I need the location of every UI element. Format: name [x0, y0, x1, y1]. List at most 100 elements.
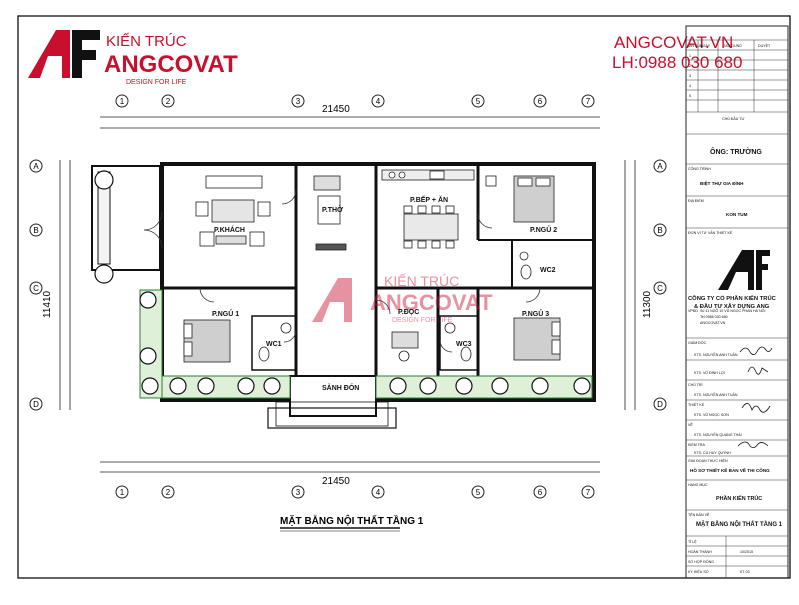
svg-text:2: 2: [166, 488, 171, 497]
room-label-khach: P.KHÁCH: [214, 225, 245, 234]
dim-bottom-total: 21450: [322, 476, 350, 487]
room-label-sanh: SẢNH ĐÓN: [322, 383, 359, 392]
svg-text:CÔNG TY CỔ PHẦN KIẾN TRÚC: CÔNG TY CỔ PHẦN KIẾN TRÚC: [688, 294, 777, 302]
room-labels: P.KHÁCH P.THỜ P.BẾP + ĂN P.NGỦ 2 WC2 P.N…: [212, 194, 557, 392]
logo-mark-f-icon: [72, 30, 100, 78]
svg-text:PHẦN KIẾN TRÚC: PHẦN KIẾN TRÚC: [716, 495, 762, 502]
trees: [94, 170, 591, 395]
svg-text:5: 5: [689, 94, 691, 98]
svg-text:2: 2: [166, 97, 171, 106]
room-label-bep: P.BẾP + ĂN: [410, 194, 448, 204]
axis-bubbles-bottom: 1 2 3 4 5 6 7: [115, 485, 595, 499]
svg-text:TỈ LỆ: TỈ LỆ: [688, 539, 697, 544]
title-block: LẦN SỬA NGÀY NỘI DUNG DUYỆT 1 2 3 4 5 CH…: [685, 25, 789, 579]
dim-right-total: 11300: [642, 290, 653, 318]
svg-text:CHỦ TRÌ: CHỦ TRÌ: [688, 382, 703, 387]
room-label-ngu3: P.NGỦ 3: [522, 309, 549, 318]
svg-text:CHỦ ĐẦU TƯ: CHỦ ĐẦU TƯ: [722, 116, 745, 121]
svg-text:KTS. NGUYỄN ANH TUẤN: KTS. NGUYỄN ANH TUẤN: [694, 352, 738, 357]
company-logo: KIẾN TRÚC ANGCOVAT DESIGN FOR LIFE: [28, 30, 238, 86]
svg-text:4: 4: [689, 84, 691, 88]
svg-text:ÔNG: TRƯỜNG: ÔNG: TRƯỜNG: [710, 147, 762, 156]
signatures: [737, 346, 773, 448]
logo-line1: KIẾN TRÚC: [106, 33, 187, 50]
svg-text:KON TUM: KON TUM: [726, 212, 748, 217]
svg-text:Tel 0988 030 680: Tel 0988 030 680: [700, 315, 728, 319]
axis-bubbles-top: 1 2 3 4 5 6 7: [115, 94, 595, 108]
svg-text:4: 4: [376, 488, 381, 497]
watermark-site: ANGCOVAT.VN: [614, 33, 733, 52]
svg-text:HỒ SƠ THIẾT KẾ BẢN VẼ THI CÔNG: HỒ SƠ THIẾT KẾ BẢN VẼ THI CÔNG: [690, 466, 770, 473]
room-label-doc: P.ĐỌC: [398, 309, 419, 316]
room-label-wc2: WC2: [540, 267, 556, 274]
svg-text:KTS. VŨ ĐÌNH LỢI: KTS. VŨ ĐÌNH LỢI: [694, 370, 725, 375]
svg-text:ANGCOVAT.VN: ANGCOVAT.VN: [700, 321, 726, 325]
svg-text:C: C: [33, 284, 39, 293]
svg-text:Số 11 NGÕ 10 VŨ NGỌC PHAN HÀ N: Số 11 NGÕ 10 VŨ NGỌC PHAN HÀ NỘI: [700, 308, 765, 313]
svg-text:3: 3: [296, 488, 301, 497]
svg-text:VPĐD: VPĐD: [688, 309, 698, 313]
svg-text:5: 5: [476, 97, 481, 106]
svg-text:VẼ: VẼ: [688, 422, 693, 427]
room-label-wc1: WC1: [266, 341, 282, 348]
svg-text:B: B: [33, 226, 38, 235]
logo-line2: ANGCOVAT: [104, 51, 238, 78]
svg-text:GIÁM ĐỐC: GIÁM ĐỐC: [688, 340, 707, 345]
svg-text:& ĐẦU TƯ XÂY DỰNG ANG: & ĐẦU TƯ XÂY DỰNG ANG: [694, 303, 770, 310]
svg-text:KTS. NGUYỄN QUANG THÁI: KTS. NGUYỄN QUANG THÁI: [694, 432, 742, 437]
svg-text:3: 3: [296, 97, 301, 106]
room-label-ngu1: P.NGỦ 1: [212, 309, 239, 318]
room-label-tho: P.THỜ: [322, 205, 343, 214]
logo-mark-icon: [28, 30, 70, 78]
svg-text:A: A: [33, 162, 39, 171]
svg-text:NỘI DUNG: NỘI DUNG: [724, 43, 742, 48]
svg-text:1: 1: [120, 97, 125, 106]
svg-text:MẶT BẰNG NỘI THẤT TẦNG 1: MẶT BẰNG NỘI THẤT TẦNG 1: [696, 520, 783, 528]
room-label-ngu2: P.NGỦ 2: [530, 225, 557, 234]
svg-text:KTS. NGUYỄN ANH TUẤN: KTS. NGUYỄN ANH TUẤN: [694, 392, 738, 397]
svg-text:HẠNG MỤC: HẠNG MỤC: [688, 483, 708, 487]
svg-text:KTS. VŨ NGỌC SƠN: KTS. VŨ NGỌC SƠN: [694, 412, 729, 417]
svg-text:KIỂM TRA: KIỂM TRA: [688, 442, 706, 447]
svg-text:D: D: [33, 400, 39, 409]
outer-frame: [17, 15, 791, 579]
door-swings: [143, 189, 541, 353]
svg-text:DUYỆT: DUYỆT: [758, 43, 771, 48]
svg-text:10/2015: 10/2015: [740, 550, 753, 554]
svg-text:BIỆT THỰ GIA ĐÌNH: BIỆT THỰ GIA ĐÌNH: [700, 179, 744, 186]
svg-text:ĐƠN VỊ TƯ VẤN THIẾT KẾ: ĐƠN VỊ TƯ VẤN THIẾT KẾ: [688, 230, 733, 235]
svg-text:CÔNG TRÌNH: CÔNG TRÌNH: [688, 166, 711, 171]
svg-text:KTS. CÙ HUY QUỲNH: KTS. CÙ HUY QUỲNH: [694, 450, 731, 455]
svg-text:1: 1: [689, 54, 691, 58]
drawing-title: MẶT BẰNG NỘI THẤT TẦNG 1: [280, 514, 424, 527]
svg-text:6: 6: [538, 97, 543, 106]
svg-text:KIẾN TRÚC: KIẾN TRÚC: [384, 273, 459, 289]
svg-text:TÊN BẢN VẼ: TÊN BẢN VẼ: [688, 512, 710, 517]
svg-text:GIAI ĐOẠN THỰC HIỆN: GIAI ĐOẠN THỰC HIỆN: [688, 458, 728, 463]
svg-text:2: 2: [689, 64, 691, 68]
svg-text:DESIGN FOR LIFE: DESIGN FOR LIFE: [392, 317, 453, 324]
room-label-wc3: WC3: [456, 341, 472, 348]
svg-text:3: 3: [689, 74, 691, 78]
furniture: [183, 169, 561, 363]
svg-text:A: A: [657, 162, 663, 171]
svg-text:LẦN SỬA: LẦN SỬA: [687, 43, 703, 48]
svg-text:HOÀN THÀNH: HOÀN THÀNH: [688, 550, 712, 554]
svg-text:NGÀY: NGÀY: [700, 44, 711, 48]
svg-text:5: 5: [476, 488, 481, 497]
svg-text:C: C: [657, 284, 663, 293]
svg-text:D: D: [657, 400, 663, 409]
svg-text:ANGCOVAT: ANGCOVAT: [370, 290, 493, 315]
svg-text:B: B: [657, 226, 662, 235]
consultant-logo-icon: [718, 250, 770, 290]
svg-text:4: 4: [376, 97, 381, 106]
svg-text:6: 6: [538, 488, 543, 497]
svg-text:KÝ HIỆU SỐ: KÝ HIỆU SỐ: [688, 569, 709, 574]
dimension-lines: [59, 116, 636, 473]
dim-left-total: 11410: [42, 290, 53, 318]
watermark-phone: LH:0988 030 680: [612, 53, 742, 72]
dim-top-total: 21450: [322, 104, 350, 115]
svg-text:KT-03: KT-03: [740, 570, 750, 574]
